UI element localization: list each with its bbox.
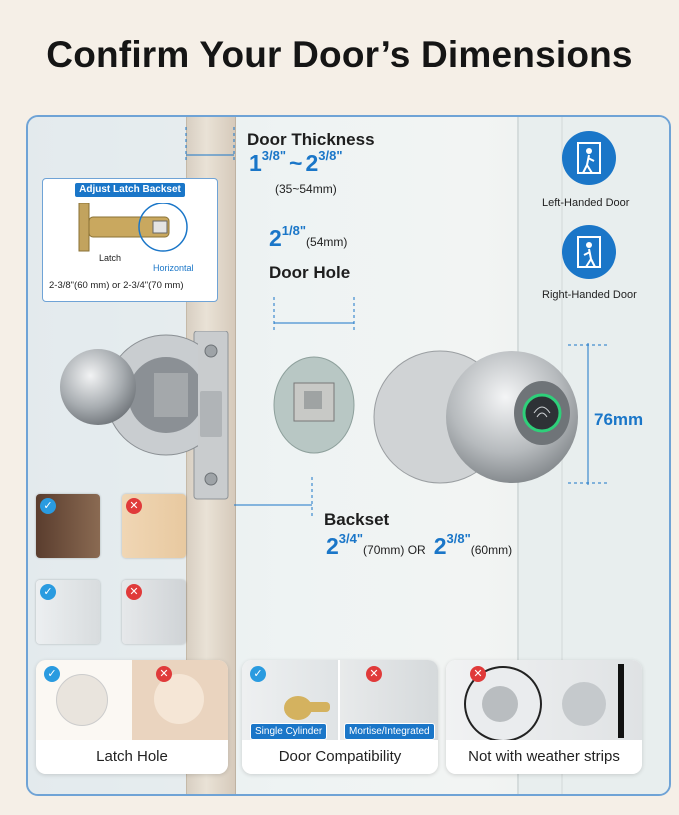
card-weather-strips: ✕ Not with weather strips	[446, 660, 642, 774]
smart-knob	[373, 350, 578, 484]
thumb-lever-gold: ✓	[36, 580, 100, 644]
left-handed-door-icon	[562, 131, 616, 185]
horizontal-label: Horizontal	[153, 263, 194, 273]
thumb-lever-wood: ✕	[122, 494, 186, 558]
thickness-range: 13/8"~23/8"	[249, 148, 343, 176]
latch-illustration	[78, 203, 188, 252]
card-door-compatibility: ✓ ✕ Single Cylinder Mortise/Integrated D…	[242, 660, 438, 774]
latch-sizes: 2-3/8"(60 mm) or 2-3/4"(70 mm)	[49, 280, 184, 291]
single-cylinder-tag: Single Cylinder	[250, 723, 328, 740]
backset-arrow	[234, 477, 313, 517]
latch-label: Latch	[99, 253, 122, 263]
height-value: 76mm	[594, 410, 644, 429]
inner-knob	[60, 334, 198, 456]
dimension-panel: Door Thickness 13/8"~23/8" (35~54mm) Adj…	[26, 115, 671, 796]
weather-strips-caption: Not with weather strips	[446, 740, 642, 774]
latch-backset-box: Adjust Latch Backset Latch Horizontal 2-…	[42, 178, 218, 302]
thickness-metric: (35~54mm)	[275, 182, 337, 196]
door-compatibility-caption: Door Compatibility	[242, 740, 438, 774]
right-handed-label: Right-Handed Door	[542, 289, 637, 301]
latch-hole-caption: Latch Hole	[36, 740, 228, 774]
height-arrow	[568, 343, 608, 485]
left-handed-label: Left-Handed Door	[542, 197, 630, 209]
thumb-mortise: ✕	[122, 580, 186, 644]
backset-label: Backset	[324, 510, 390, 529]
mortise-tag: Mortise/Integrated	[344, 723, 435, 740]
door-hole-label: Door Hole	[269, 263, 351, 282]
thickness-label: Door Thickness	[247, 130, 375, 149]
latch-box-title: Adjust Latch Backset	[75, 183, 185, 197]
card-latch-hole: ✓ ✕ Latch Hole	[36, 660, 228, 774]
page-title: Confirm Your Door’s Dimensions	[46, 34, 633, 75]
door-hole-illustration	[273, 297, 355, 454]
thumb-lever-dark: ✓	[36, 494, 100, 558]
door-hole-size: 21/8"(54mm)	[269, 223, 348, 251]
right-handed-door-icon	[562, 225, 616, 279]
thickness-arrow	[185, 127, 235, 163]
